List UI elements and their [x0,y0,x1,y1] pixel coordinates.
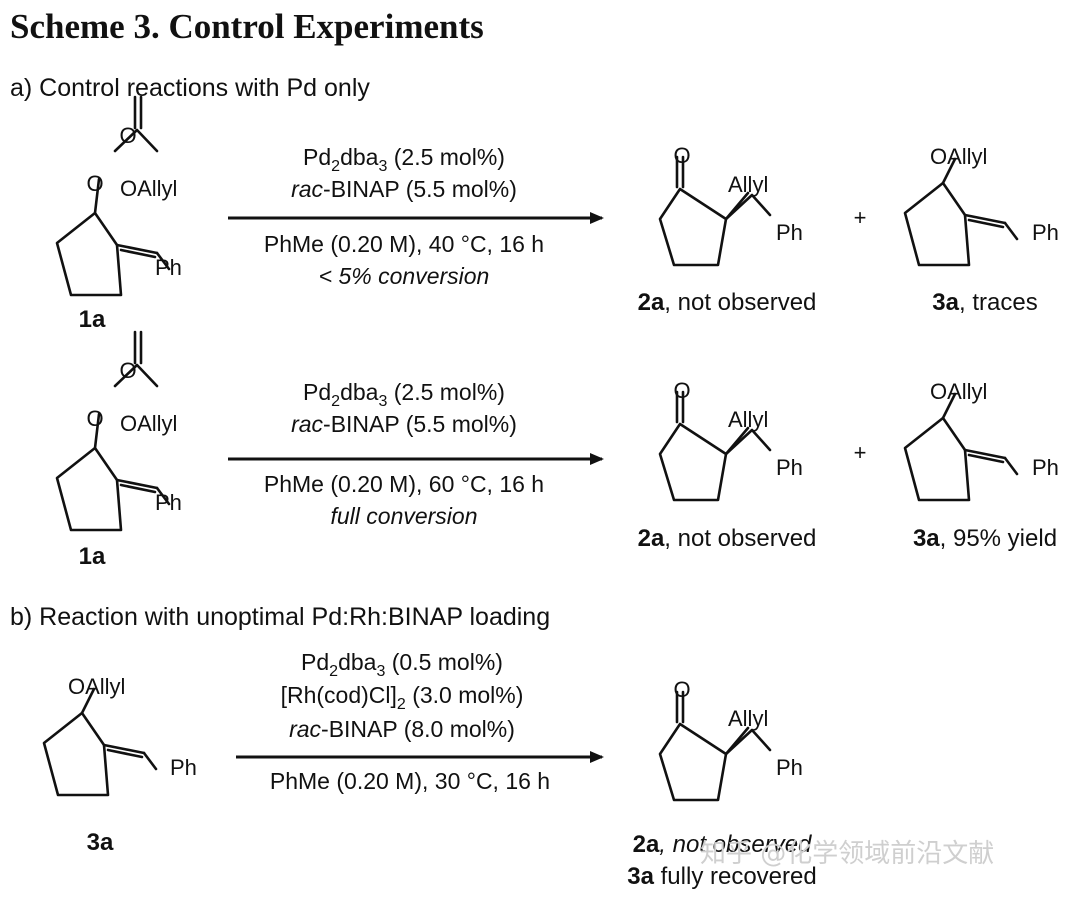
plus-sign: + [854,440,867,465]
ph-label: Ph [776,455,803,480]
product-3a-label: 3a, traces [932,289,1037,316]
ph-label: Ph [1032,455,1059,480]
ketone-o-label: O [673,378,690,403]
substrate-label: 1a [79,306,106,333]
condition-solvent: PhMe (0.20 M), 40 °C, 16 h [264,231,544,257]
plus-sign: + [854,205,867,230]
product-2a-label: 2a, not observed [638,289,817,316]
ph-label: Ph [776,755,803,780]
ph-label: Ph [155,255,182,280]
oallyl-label: OAllyl [120,176,177,201]
reaction-1: O O OAllyl Ph 1a Pd2dba3 (2.5 mol%) rac-… [55,95,1059,333]
product-2a-label: 2a, not observed [638,525,817,552]
carbonyl-o-label: O [119,123,136,148]
allyl-label: Allyl [728,706,768,731]
allyl-label: Allyl [728,407,768,432]
reaction-3: OAllyl Ph 3a Pd2dba3 (0.5 mol%) [Rh(cod)… [42,649,817,890]
product-3a-label: 3a, 95% yield [913,525,1057,552]
ph-label: Ph [1032,220,1059,245]
condition-ligand: rac-BINAP (5.5 mol%) [291,411,517,437]
section-b-heading: b) Reaction with unoptimal Pd:Rh:BINAP l… [10,603,550,631]
condition-conversion: < 5% conversion [319,263,490,289]
condition-catalyst: Pd2dba3 (2.5 mol%) [303,379,505,410]
ph-label: Ph [170,755,197,780]
scheme-title: Scheme 3. Control Experiments [10,7,484,46]
product-2a-label: 2a, not observed [633,831,812,858]
condition-solvent: PhMe (0.20 M), 60 °C, 16 h [264,471,544,497]
oallyl-label: OAllyl [120,411,177,436]
ketone-o-label: O [673,143,690,168]
oallyl-label: OAllyl [930,144,987,169]
condition-catalyst: Pd2dba3 (0.5 mol%) [301,649,503,680]
oallyl-label: OAllyl [930,379,987,404]
condition-ligand: rac-BINAP (8.0 mol%) [289,716,515,742]
section-a-heading: a) Control reactions with Pd only [10,74,370,102]
ester-o-label: O [86,171,103,196]
recovered-3a-label: 3a fully recovered [627,863,816,890]
watermark: 知乎 @化学领域前沿文献 [700,839,994,869]
ketone-o-label: O [673,677,690,702]
substrate-label: 1a [79,543,106,570]
condition-catalyst: Pd2dba3 (2.5 mol%) [303,144,505,175]
ph-label: Ph [155,490,182,515]
ester-o-label: O [86,406,103,431]
condition-ligand: rac-BINAP (5.5 mol%) [291,176,517,202]
reaction-2: O O OAllyl Ph 1a Pd2dba3 (2.5 mol%) rac-… [55,330,1059,570]
condition-solvent: PhMe (0.20 M), 30 °C, 16 h [270,768,550,794]
condition-conversion: full conversion [330,503,477,529]
ph-label: Ph [776,220,803,245]
allyl-label: Allyl [728,172,768,197]
condition-cocatalyst: [Rh(cod)Cl]2 (3.0 mol%) [281,682,524,713]
oallyl-label: OAllyl [68,674,125,699]
substrate-label: 3a [87,829,114,856]
carbonyl-o-label: O [119,358,136,383]
